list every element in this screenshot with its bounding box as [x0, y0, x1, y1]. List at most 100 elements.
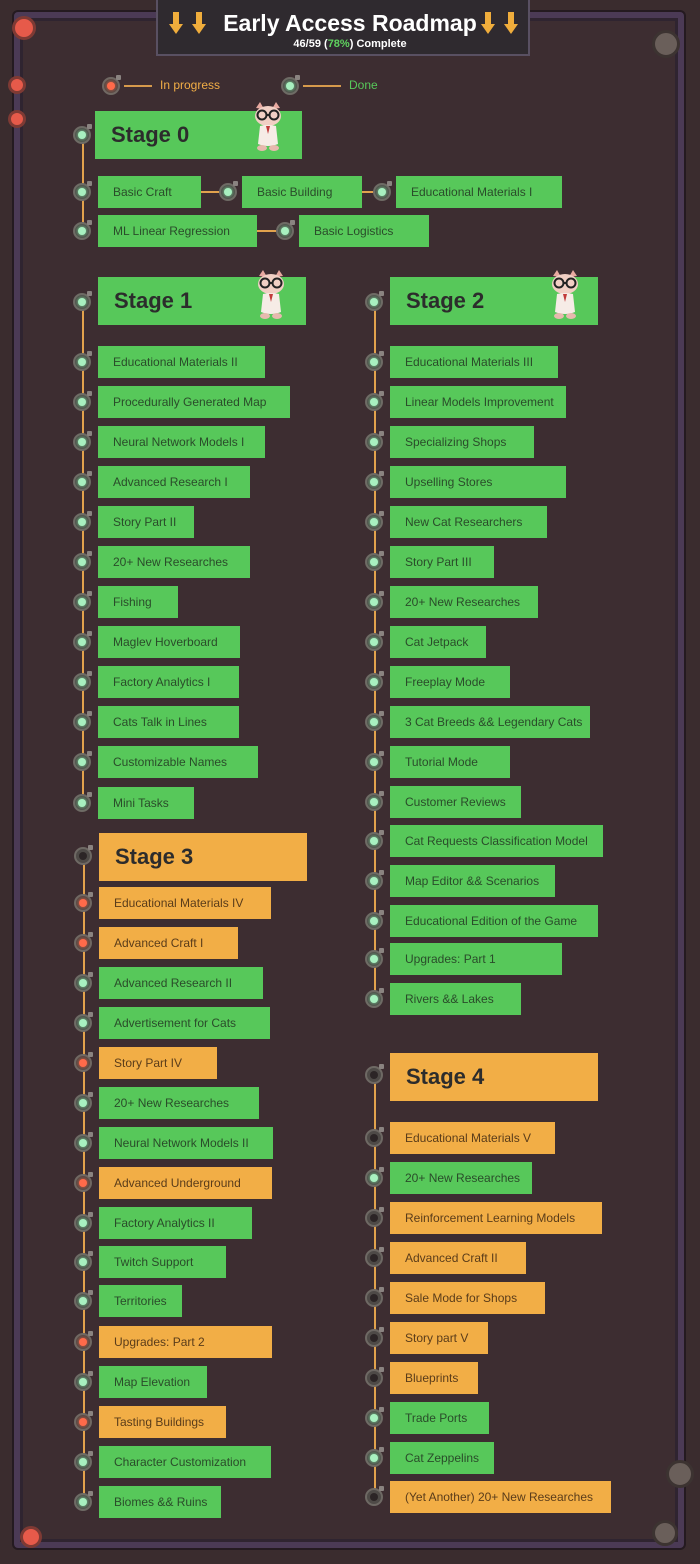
status-node-icon — [73, 792, 92, 812]
progress-suffix: Complete — [356, 38, 407, 50]
status-node-icon — [74, 1411, 93, 1431]
roadmap-item[interactable]: Cat Requests Classification Model — [390, 825, 603, 857]
status-node-icon — [365, 1327, 384, 1347]
roadmap-item[interactable]: Cats Talk in Lines — [98, 706, 239, 738]
roadmap-item[interactable]: Upselling Stores — [390, 466, 566, 498]
roadmap-item[interactable]: 20+ New Researches — [390, 586, 538, 618]
status-node-icon — [365, 870, 384, 890]
roadmap-item[interactable]: Educational Materials V — [390, 1122, 555, 1154]
roadmap-item[interactable]: Story Part III — [390, 546, 494, 578]
roadmap-item[interactable]: Advertisement for Cats — [99, 1007, 270, 1039]
roadmap-item[interactable]: Tutorial Mode — [390, 746, 510, 778]
roadmap-item[interactable]: Factory Analytics I — [98, 666, 239, 698]
connector-line — [374, 303, 376, 999]
roadmap-item[interactable]: Twitch Support — [99, 1246, 226, 1278]
status-node-icon — [73, 711, 92, 731]
roadmap-item[interactable]: 20+ New Researches — [390, 1162, 532, 1194]
roadmap-item[interactable]: Customizable Names — [98, 746, 258, 778]
status-node-icon — [365, 791, 384, 811]
status-node-icon — [365, 551, 384, 571]
roadmap-item[interactable]: Neural Network Models I — [98, 426, 265, 458]
roadmap-item[interactable]: Freeplay Mode — [390, 666, 510, 698]
stage-node-icon — [365, 291, 384, 311]
status-node-icon — [365, 1367, 384, 1387]
roadmap-item[interactable]: Advanced Research I — [98, 466, 250, 498]
roadmap-item[interactable]: Cat Jetpack — [390, 626, 486, 658]
roadmap-item[interactable]: Educational Edition of the Game — [390, 905, 598, 937]
roadmap-item[interactable]: ML Linear Regression — [98, 215, 257, 247]
roadmap-item[interactable]: Cat Zeppelins — [390, 1442, 494, 1474]
roadmap-item[interactable]: Advanced Craft I — [99, 927, 238, 959]
roadmap-item[interactable]: Rivers && Lakes — [390, 983, 521, 1015]
roadmap-item[interactable]: Educational Materials II — [98, 346, 265, 378]
roadmap-item[interactable]: Trade Ports — [390, 1402, 489, 1434]
roadmap-item[interactable]: Blueprints — [390, 1362, 478, 1394]
roadmap-item[interactable]: Fishing — [98, 586, 178, 618]
roadmap-item[interactable]: (Yet Another) 20+ New Researches — [390, 1481, 611, 1513]
status-node-icon — [365, 471, 384, 491]
corner-bolt-icon — [20, 1526, 42, 1548]
stage-header[interactable]: Stage 3 — [99, 833, 307, 881]
roadmap-item[interactable]: 20+ New Researches — [98, 546, 250, 578]
roadmap-item[interactable]: Maglev Hoverboard — [98, 626, 240, 658]
roadmap-item[interactable]: Educational Materials IV — [99, 887, 271, 919]
roadmap-item[interactable]: Reinforcement Learning Models — [390, 1202, 602, 1234]
status-node-icon — [365, 591, 384, 611]
corner-bolt-icon — [652, 30, 680, 58]
roadmap-item[interactable]: Customer Reviews — [390, 786, 521, 818]
connector-line — [374, 1078, 376, 1497]
title-plate — [156, 0, 530, 56]
arrow-down-icon — [504, 12, 518, 34]
roadmap-item[interactable]: Story part V — [390, 1322, 488, 1354]
roadmap-item[interactable]: New Cat Researchers — [390, 506, 547, 538]
roadmap-item[interactable]: Character Customization — [99, 1446, 271, 1478]
roadmap-item[interactable]: Advanced Craft II — [390, 1242, 526, 1274]
roadmap-item[interactable]: Biomes && Ruins — [99, 1486, 221, 1518]
roadmap-item[interactable]: Advanced Research II — [99, 967, 263, 999]
roadmap-item[interactable]: Linear Models Improvement — [390, 386, 566, 418]
status-node-icon — [74, 1491, 93, 1511]
status-node-icon — [74, 1012, 93, 1032]
roadmap-item[interactable]: Story Part IV — [99, 1047, 217, 1079]
roadmap-item[interactable]: Basic Logistics — [299, 215, 429, 247]
stage-node-icon — [73, 291, 92, 311]
status-node-icon — [74, 1052, 93, 1072]
stage-node-icon — [365, 1064, 384, 1084]
stage-header[interactable]: Stage 4 — [390, 1053, 598, 1101]
status-node-icon — [365, 1447, 384, 1467]
roadmap-item[interactable]: Neural Network Models II — [99, 1127, 273, 1159]
status-node-icon — [365, 631, 384, 651]
status-node-icon — [74, 1251, 93, 1271]
roadmap-item[interactable]: 20+ New Researches — [99, 1087, 259, 1119]
cat-scientist-icon — [552, 270, 578, 319]
status-node-icon — [73, 751, 92, 771]
roadmap-item[interactable]: Specializing Shops — [390, 426, 534, 458]
status-node-icon — [73, 511, 92, 531]
roadmap-item[interactable]: Educational Materials III — [390, 346, 558, 378]
status-node-icon — [74, 1331, 93, 1351]
roadmap-item[interactable]: Sale Mode for Shops — [390, 1282, 545, 1314]
roadmap-item[interactable]: Upgrades: Part 1 — [390, 943, 562, 975]
roadmap-item[interactable]: Mini Tasks — [98, 787, 194, 819]
roadmap-item[interactable]: Upgrades: Part 2 — [99, 1326, 272, 1358]
roadmap-item[interactable]: Basic Craft — [98, 176, 201, 208]
arrow-down-icon — [169, 12, 183, 34]
roadmap-item[interactable]: Procedurally Generated Map — [98, 386, 290, 418]
roadmap-item[interactable]: 3 Cat Breeds && Legendary Cats — [390, 706, 590, 738]
status-node-icon — [365, 1207, 384, 1227]
status-node-icon — [365, 431, 384, 451]
progress-summary: 46/59 (78%) Complete — [293, 38, 407, 50]
stage-node-icon — [74, 845, 93, 865]
status-node-icon — [74, 1212, 93, 1232]
roadmap-item[interactable]: Educational Materials I — [396, 176, 562, 208]
roadmap-item[interactable]: Map Elevation — [99, 1366, 207, 1398]
roadmap-item[interactable]: Basic Building — [242, 176, 362, 208]
side-bolt-icon — [8, 76, 26, 94]
status-node-icon — [365, 1127, 384, 1147]
roadmap-item[interactable]: Territories — [99, 1285, 182, 1317]
roadmap-item[interactable]: Factory Analytics II — [99, 1207, 252, 1239]
roadmap-item[interactable]: Map Editor && Scenarios — [390, 865, 555, 897]
roadmap-item[interactable]: Tasting Buildings — [99, 1406, 226, 1438]
roadmap-item[interactable]: Story Part II — [98, 506, 194, 538]
roadmap-item[interactable]: Advanced Underground — [99, 1167, 272, 1199]
